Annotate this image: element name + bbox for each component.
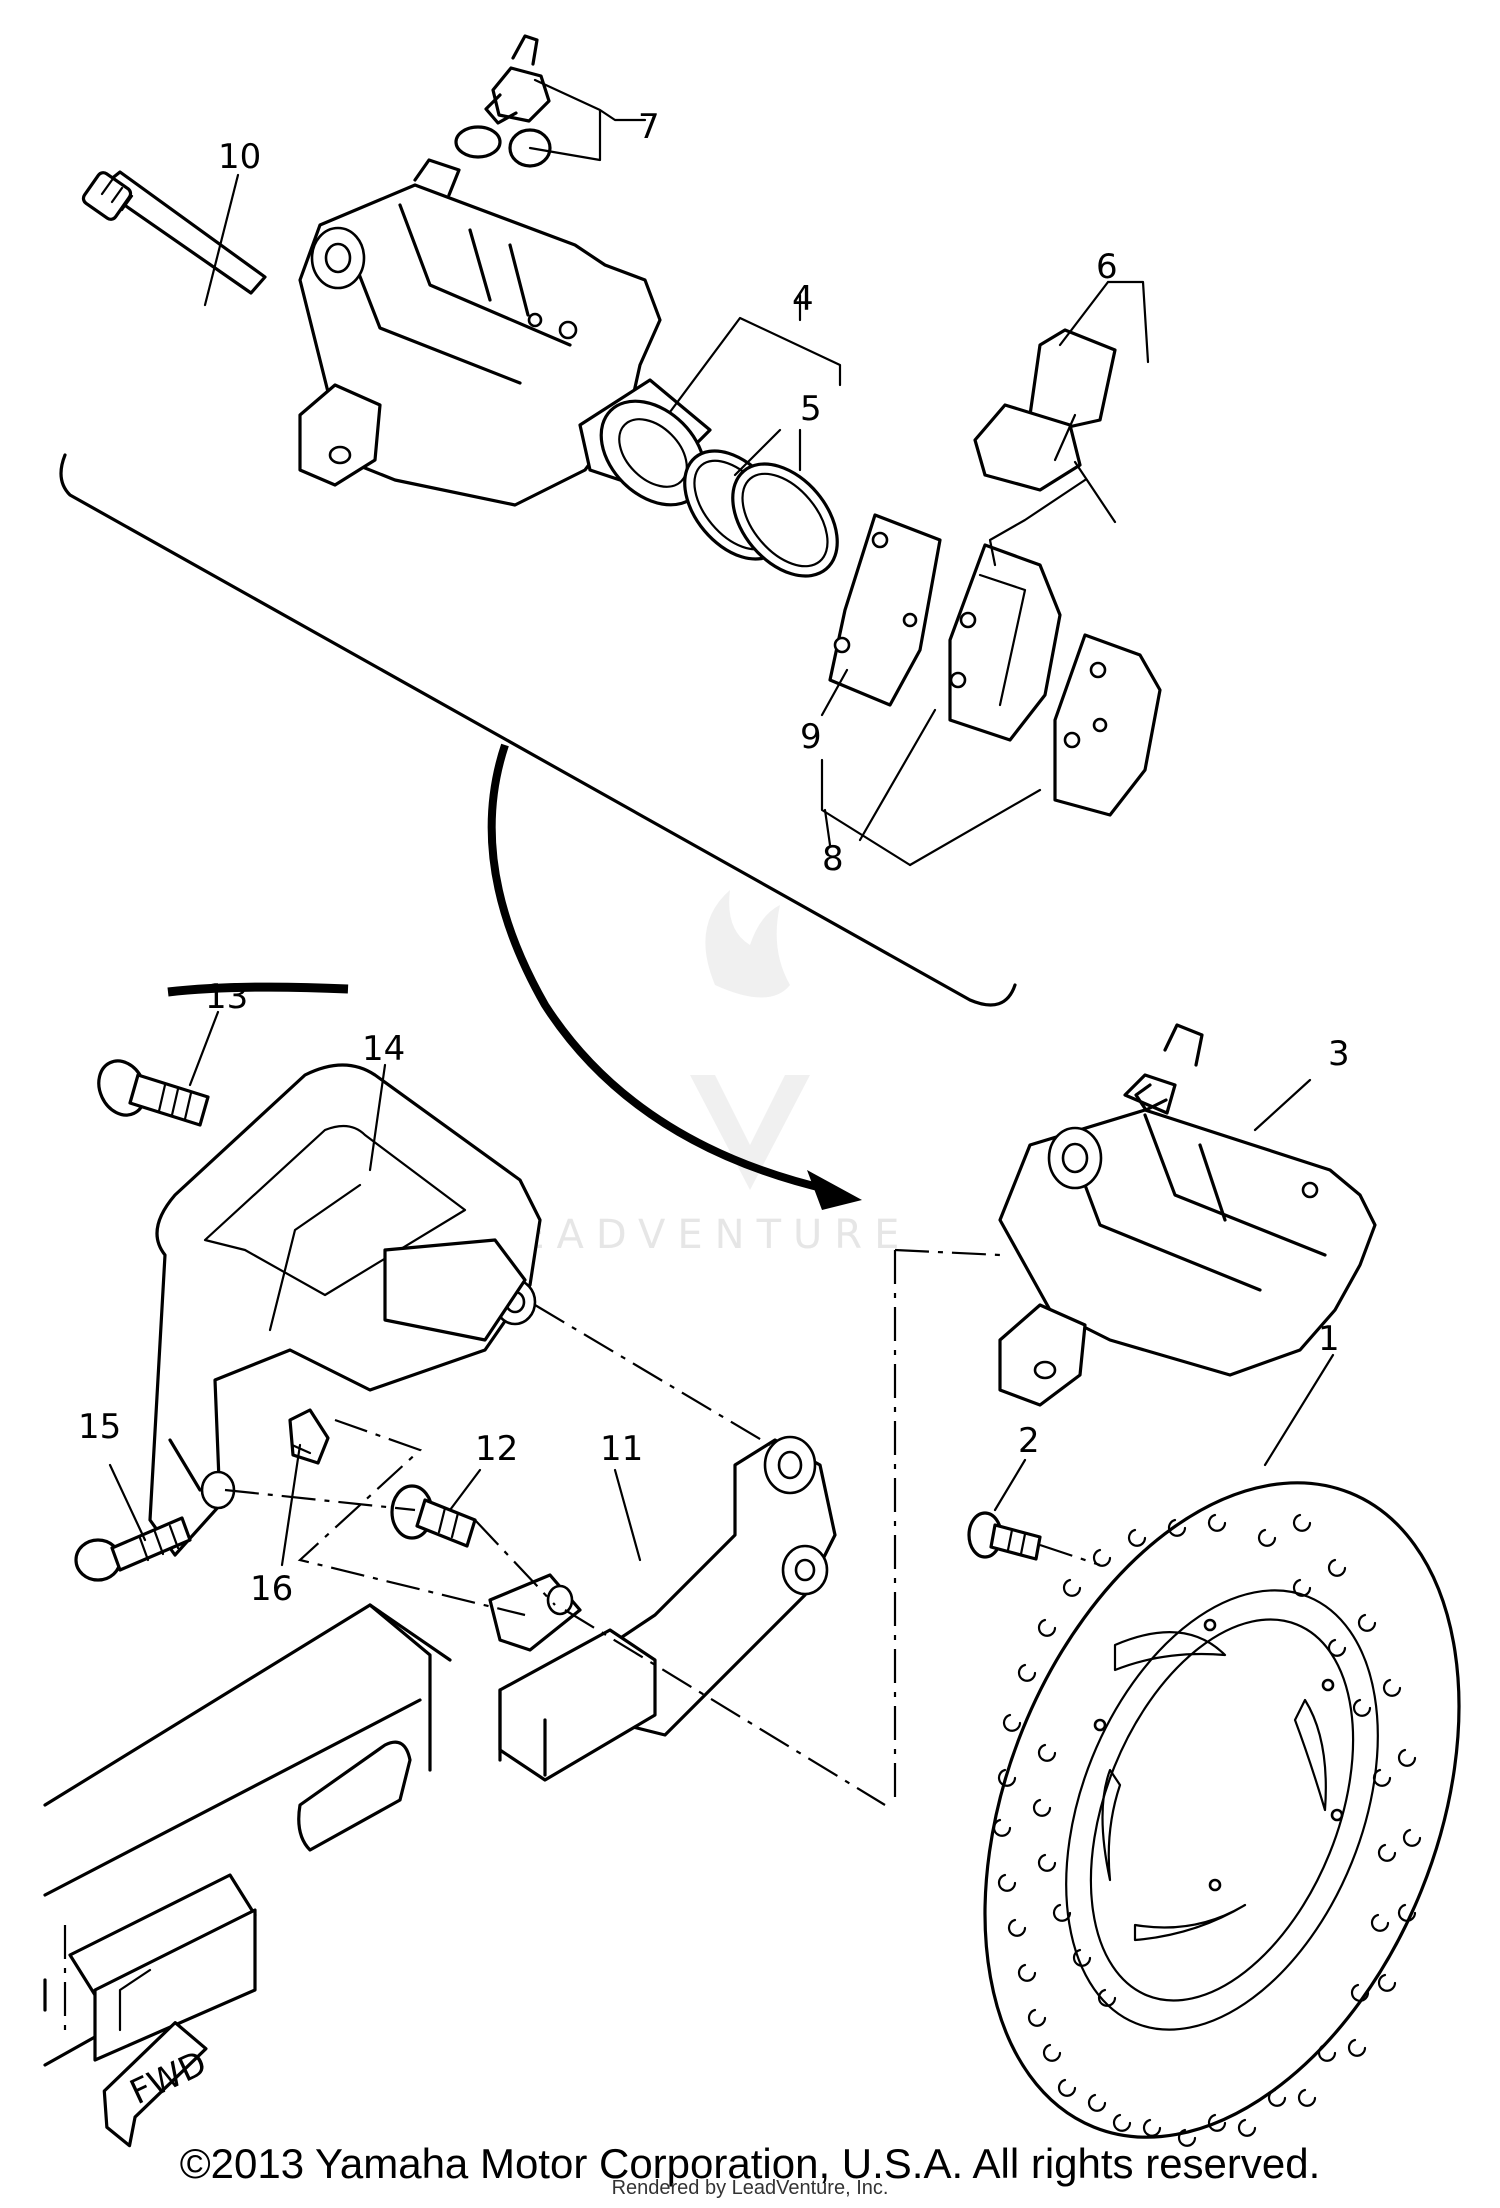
- bleeder-cap: [454, 125, 552, 168]
- callout-9: 9: [800, 717, 822, 757]
- brake-pad-right: [1053, 633, 1162, 817]
- callout-10: 10: [218, 137, 261, 177]
- leadventure-watermark: LEADVENTURE: [485, 890, 911, 1258]
- callout-labels: 7 10 6 4 5 9 8 3 13 14 1 15 12 11 2 16: [78, 107, 1350, 1609]
- callout-11: 11: [600, 1429, 643, 1469]
- callout-4: 4: [792, 279, 814, 319]
- callout-3: 3: [1328, 1034, 1350, 1074]
- brake-disc: [983, 1481, 1461, 2147]
- callout-7: 7: [638, 107, 660, 147]
- watermark-text: LEADVENTURE: [485, 1212, 911, 1258]
- callout-5: 5: [800, 389, 822, 429]
- rendered-by-notice: Rendered by LeadVenture, Inc.: [611, 2177, 889, 2199]
- callout-6: 6: [1096, 247, 1118, 287]
- assembly-lines: [224, 1248, 1101, 1806]
- caliper-body-upper: [298, 158, 662, 507]
- callout-15: 15: [78, 1407, 121, 1447]
- direction-arrow: [487, 743, 862, 1210]
- detail-bracket: [59, 453, 1017, 1007]
- leader-lines: [108, 78, 1335, 1567]
- copyright-notice: ©2013 Yamaha Motor Corporation, U.S.A. A…: [179, 2140, 1321, 2187]
- piston: [578, 378, 712, 507]
- caliper-assembly: [998, 1023, 1377, 1407]
- piston-seals: [683, 449, 839, 578]
- swingarm: [43, 1603, 657, 2067]
- callout-2: 2: [1018, 1421, 1040, 1461]
- callout-14: 14: [362, 1029, 405, 1069]
- bleeder-screw: [484, 34, 551, 125]
- bolt-2: [967, 1511, 1042, 1561]
- callout-12: 12: [475, 1429, 518, 1469]
- callout-16: 16: [250, 1569, 293, 1609]
- pin-bolt: [81, 170, 267, 295]
- caliper-bracket: [148, 1063, 542, 1557]
- piston-boot: [973, 328, 1117, 492]
- callout-8: 8: [822, 839, 844, 879]
- bolt-13: [97, 982, 349, 1127]
- retaining-clip: [288, 1408, 330, 1465]
- bolt-12: [390, 1484, 477, 1548]
- callout-1: 1: [1318, 1319, 1340, 1359]
- cooling-holes: [992, 1513, 1422, 2147]
- brake-pad-left: [828, 513, 942, 707]
- callout-13: 13: [205, 977, 248, 1017]
- brake-pad-shim: [948, 543, 1062, 742]
- bolt-15: [74, 1516, 192, 1582]
